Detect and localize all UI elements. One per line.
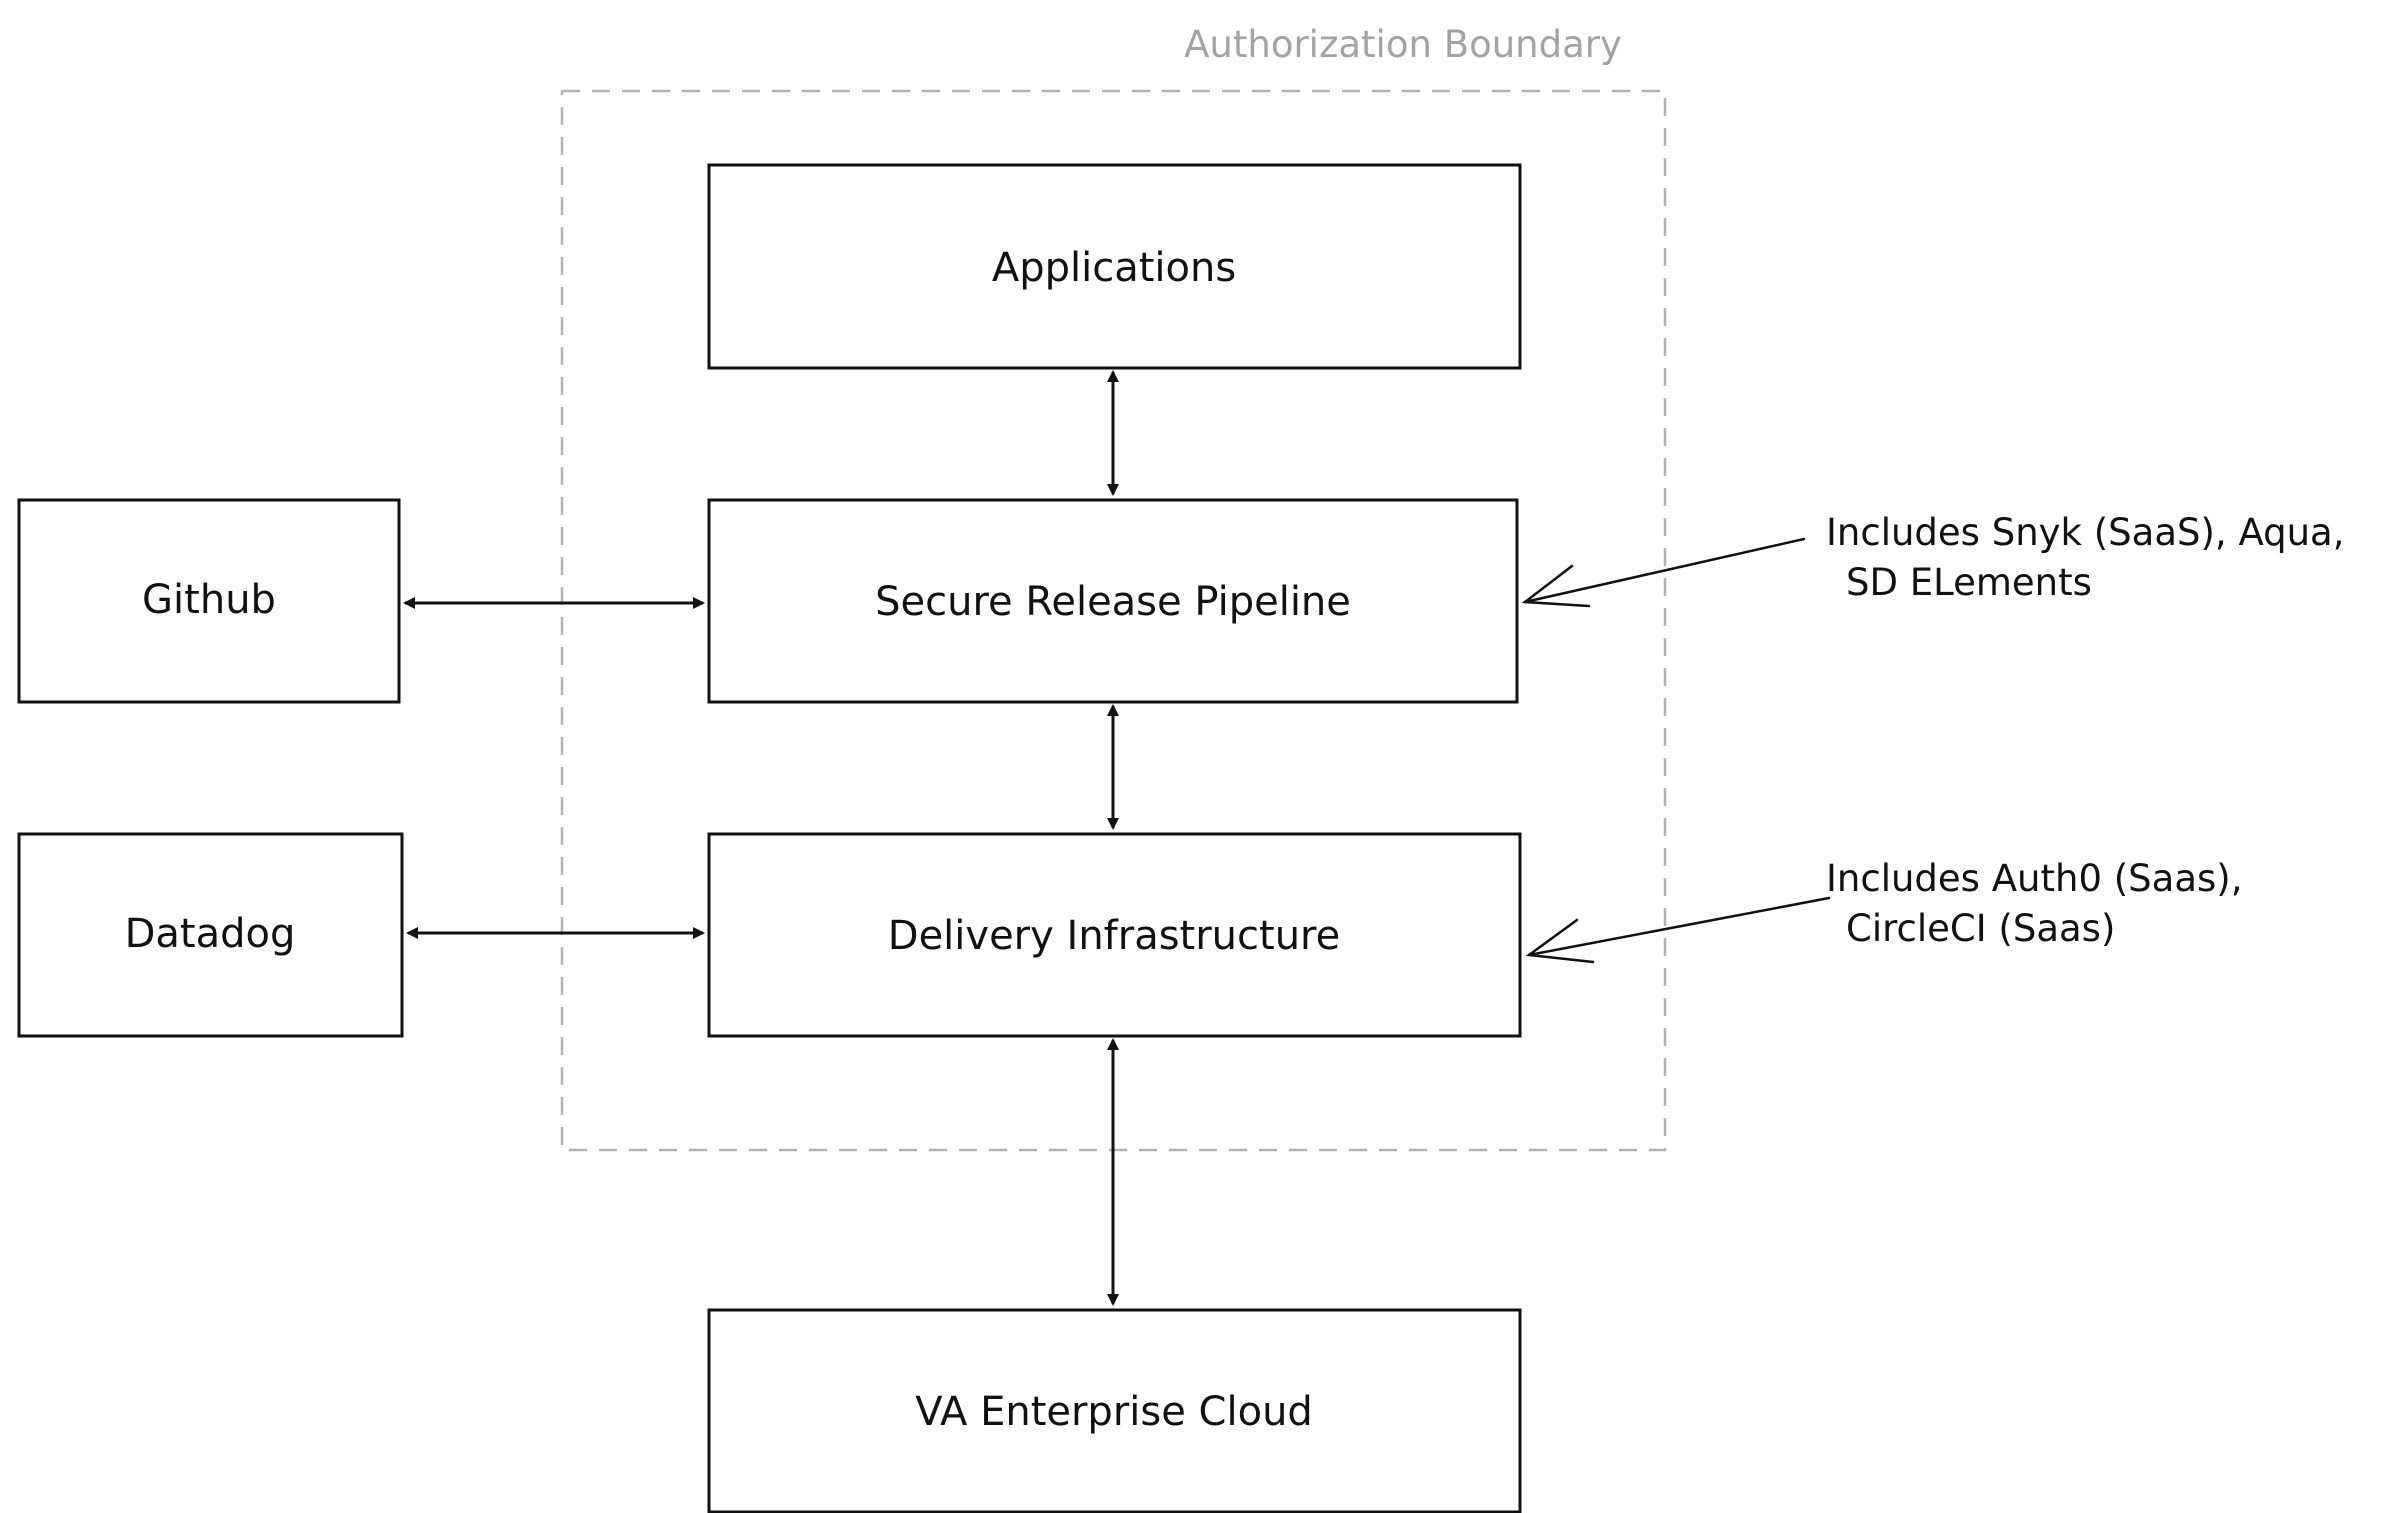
delivery-infrastructure-box: Delivery Infrastructure	[707, 832, 1522, 1038]
delivery-note-line-2: CircleCI (Saas)	[1846, 907, 2115, 950]
datadog-box: Datadog	[17, 832, 404, 1038]
secure-release-pipeline-label: Secure Release Pipeline	[875, 579, 1351, 625]
delivery-note-arrow	[1525, 896, 1831, 964]
va-enterprise-cloud-label: VA Enterprise Cloud	[915, 1389, 1313, 1435]
va-enterprise-cloud-box: VA Enterprise Cloud	[707, 1308, 1522, 1513]
delivery-infrastructure-label: Delivery Infrastructure	[888, 913, 1340, 959]
applications-box: Applications	[707, 163, 1522, 370]
pipeline-note-line-1: Includes Snyk (SaaS), Aqua,	[1826, 511, 2345, 554]
secure-release-pipeline-box: Secure Release Pipeline	[707, 498, 1519, 704]
delivery-note-line-1: Includes Auth0 (Saas),	[1826, 857, 2243, 900]
pipeline-note-line-2: SD ELements	[1846, 561, 2092, 604]
applications-label: Applications	[992, 245, 1236, 291]
datadog-label: Datadog	[125, 911, 296, 957]
github-label: Github	[142, 577, 276, 623]
authorization-boundary-label: Authorization Boundary	[1184, 23, 1622, 66]
github-box: Github	[17, 498, 401, 704]
pipeline-note-arrow	[1521, 537, 1806, 608]
